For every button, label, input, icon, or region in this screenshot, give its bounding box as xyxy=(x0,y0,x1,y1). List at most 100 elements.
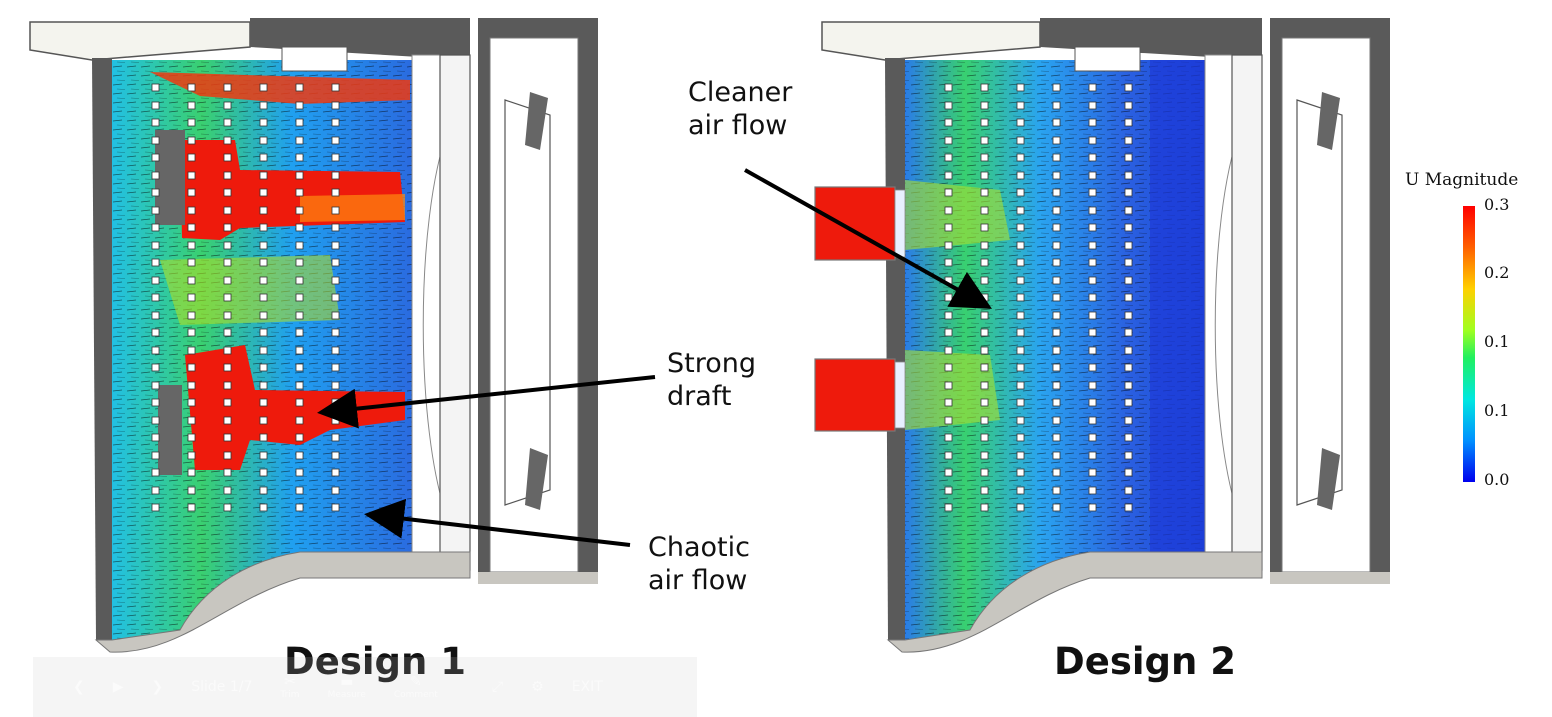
pen-icon: ✎ xyxy=(410,674,422,690)
chaotic-arrow xyxy=(364,498,631,547)
seat-marker xyxy=(331,486,340,495)
seat-marker xyxy=(187,451,196,460)
seat-marker xyxy=(1124,171,1133,180)
seat-marker xyxy=(1088,83,1097,92)
seat-marker xyxy=(223,188,232,197)
seat-marker xyxy=(223,311,232,320)
exit-button[interactable]: EXIT xyxy=(571,679,603,695)
seat-marker xyxy=(1124,503,1133,512)
seat-marker xyxy=(1124,416,1133,425)
next-slide-button[interactable]: ❯ xyxy=(152,679,164,695)
seat-marker xyxy=(331,503,340,512)
seat-marker xyxy=(980,468,989,477)
seat-marker xyxy=(1052,258,1061,267)
seat-marker xyxy=(1124,258,1133,267)
seat-marker xyxy=(944,153,953,162)
measure-tool[interactable]: ▬Measure xyxy=(328,674,366,700)
seat-marker xyxy=(151,468,160,477)
seat-marker xyxy=(1052,451,1061,460)
seat-marker xyxy=(1052,136,1061,145)
seat-marker xyxy=(980,346,989,355)
seat-marker xyxy=(151,433,160,442)
fullscreen-button[interactable]: ⤢ xyxy=(492,679,503,695)
seat-marker xyxy=(1088,398,1097,407)
seat-marker xyxy=(259,486,268,495)
seat-marker xyxy=(1088,363,1097,372)
trim-icon: ✂ xyxy=(284,674,296,690)
left-wall xyxy=(885,58,905,640)
expand-icon: ⤢ xyxy=(491,679,504,695)
seat-marker xyxy=(1052,118,1061,127)
measure-label: Measure xyxy=(327,690,366,700)
play-icon: ▶ xyxy=(112,679,124,695)
seat-marker xyxy=(223,486,232,495)
seat-marker xyxy=(944,118,953,127)
seat-marker xyxy=(295,153,304,162)
seat-marker xyxy=(187,346,196,355)
adjacent-floor xyxy=(478,572,598,584)
seat-marker xyxy=(151,188,160,197)
design-2-model xyxy=(814,18,1390,653)
seat-marker xyxy=(1124,101,1133,110)
slide-counter: Slide 1/7 xyxy=(191,679,253,695)
seat-marker xyxy=(151,293,160,302)
adjacent-room-block-top xyxy=(525,92,548,150)
seat-marker xyxy=(331,153,340,162)
seat-marker xyxy=(151,171,160,180)
seat-marker xyxy=(295,171,304,180)
seat-marker xyxy=(1088,241,1097,250)
seat-marker xyxy=(1016,451,1025,460)
seat-marker xyxy=(980,433,989,442)
seat-marker xyxy=(1052,83,1061,92)
seat-marker xyxy=(1124,311,1133,320)
floor-curve xyxy=(94,551,471,653)
seat-marker xyxy=(1016,486,1025,495)
seat-marker xyxy=(1016,206,1025,215)
seat-marker xyxy=(1052,433,1061,442)
seat-marker xyxy=(187,241,196,250)
seat-marker xyxy=(151,206,160,215)
seat-marker xyxy=(259,468,268,477)
seat-marker xyxy=(1052,416,1061,425)
seat-marker xyxy=(980,416,989,425)
seat-marker xyxy=(944,363,953,372)
seat-marker xyxy=(1052,171,1061,180)
seat-marker xyxy=(1052,328,1061,337)
prev-slide-button[interactable]: ❮ xyxy=(73,679,85,695)
seat-marker xyxy=(151,328,160,337)
presentation-toolbar: ❮ ▶ ❯ Slide 1/7 ✂Trim ▬Measure ✎Comment … xyxy=(33,657,697,717)
seat-marker xyxy=(187,171,196,180)
seat-marker xyxy=(1016,223,1025,232)
seat-marker xyxy=(1016,363,1025,372)
play-button[interactable]: ▶ xyxy=(113,679,124,695)
comment-tool[interactable]: ✎Comment xyxy=(394,674,438,700)
settings-button[interactable]: ⚙ xyxy=(531,679,544,695)
seat-marker xyxy=(1088,136,1097,145)
upper-inlet-vent xyxy=(155,130,185,225)
seat-marker xyxy=(944,503,953,512)
seat-marker xyxy=(944,451,953,460)
seat-marker xyxy=(151,381,160,390)
lower-inlet-vent xyxy=(158,385,182,475)
seat-marker xyxy=(1052,188,1061,197)
seat-marker xyxy=(980,241,989,250)
seat-marker xyxy=(259,241,268,250)
seat-marker xyxy=(187,416,196,425)
seat-marker xyxy=(187,258,196,267)
strong-draft-arrow xyxy=(317,375,656,429)
seat-marker xyxy=(259,433,268,442)
right-low-velocity-zone xyxy=(1150,60,1205,552)
seat-marker xyxy=(944,398,953,407)
seat-marker xyxy=(295,206,304,215)
seat-marker xyxy=(1016,311,1025,320)
seat-marker xyxy=(223,328,232,337)
seat-marker xyxy=(223,83,232,92)
seat-marker xyxy=(187,503,196,512)
seat-marker xyxy=(1088,451,1097,460)
seat-marker xyxy=(944,486,953,495)
seat-marker xyxy=(1016,293,1025,302)
seat-marker xyxy=(151,101,160,110)
seat-marker xyxy=(1088,258,1097,267)
trim-tool[interactable]: ✂Trim xyxy=(280,674,299,700)
seat-marker xyxy=(187,363,196,372)
